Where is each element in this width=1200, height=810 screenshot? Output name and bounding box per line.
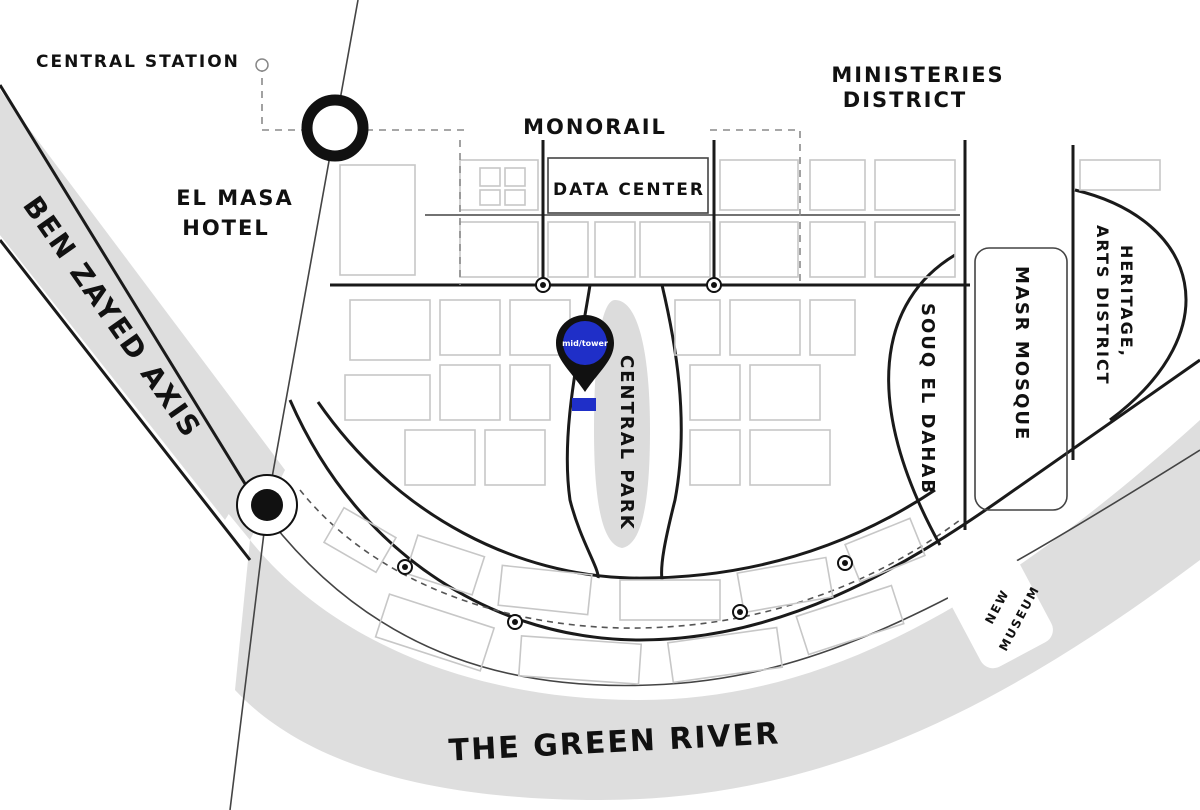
label-masr-mosque: MASR MOSQUE: [1011, 266, 1032, 441]
ben-zayed-edge-a: [0, 84, 257, 501]
label-ministeries-line1: MINISTERIES: [831, 63, 1004, 87]
new-museum-plot: [947, 556, 1053, 669]
inner-arc-road: [316, 401, 936, 580]
label-central-park: CENTRAL PARK: [616, 355, 637, 531]
label-ben-zayed-axis: BEN ZAYED AXIS: [16, 190, 208, 444]
data-center-plot: [547, 157, 709, 214]
label-souq-el-dahab: SOUQ EL DAHAB: [917, 303, 938, 495]
label-monorail: MONORAIL: [523, 115, 667, 139]
marker-logo-text: mid/tower: [562, 339, 608, 348]
masr-mosque-plot: [974, 247, 1068, 511]
monorail-line: [261, 65, 801, 285]
label-ministeries-line2: DISTRICT: [843, 88, 967, 112]
central-park-area: [594, 300, 650, 548]
souq-boundary: [887, 253, 956, 546]
label-el-masa-line2: HOTEL: [182, 216, 269, 240]
block-grid-east: [674, 299, 856, 486]
river-left-segment: [0, 90, 250, 520]
label-central-station: CENTRAL STATION: [36, 52, 240, 72]
location-pin-icon: mid/tower: [556, 315, 614, 392]
central-station-marker: [255, 58, 269, 72]
transit-ring: [299, 489, 961, 629]
label-heritage-line2: ARTS DISTRICT: [1093, 225, 1112, 386]
heritage-boundary: [1074, 188, 1188, 422]
park-avenue-east: [660, 284, 683, 581]
label-data-center: DATA CENTER: [553, 180, 705, 200]
block-grid-north: [459, 159, 1161, 278]
transit-stops: [397, 277, 853, 630]
outer-boulevard-inner-edge: [288, 358, 1200, 642]
monorail-ring-station: [301, 94, 369, 162]
green-river-band: [235, 420, 1200, 800]
ben-zayed-edge-b: [0, 239, 252, 561]
label-heritage-line1: HERITAGE,: [1117, 245, 1136, 358]
label-el-masa-line1: EL MASA: [176, 186, 294, 210]
project-plot: [572, 398, 596, 411]
axis-roundabout: [236, 474, 298, 536]
block-grid-west: [339, 164, 571, 486]
